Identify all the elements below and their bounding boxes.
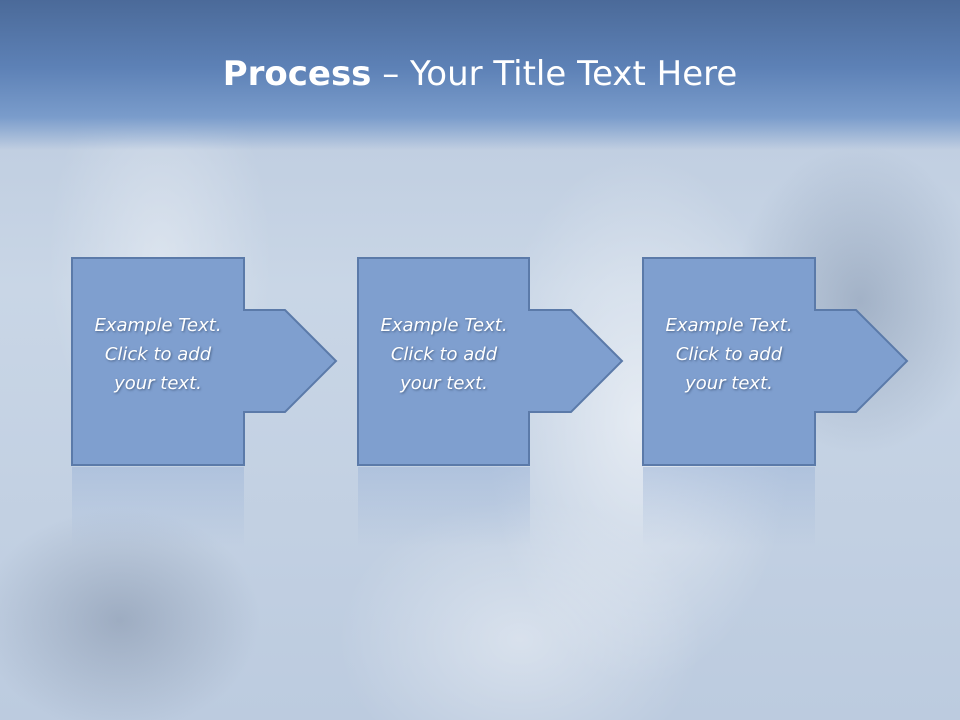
step-1[interactable] [71,257,338,466]
step-2-line-1: Example Text. [380,315,508,336]
step-1-line-3: your text. [114,373,202,394]
step-1-reflection [72,467,244,547]
step-3-arrow-shape[interactable] [642,257,909,466]
step-2-text[interactable]: Example Text. Click to add your text. [358,311,530,398]
step-3-text[interactable]: Example Text. Click to add your text. [643,311,815,398]
step-3-line-3: your text. [685,373,773,394]
step-1-arrow-shape[interactable] [71,257,338,466]
step-3[interactable] [642,257,909,466]
title-bar [0,0,960,150]
step-2-arrow-shape[interactable] [357,257,624,466]
step-1-text[interactable]: Example Text. Click to add your text. [72,311,244,398]
step-2-line-2: Click to add [390,344,498,365]
step-2-line-3: your text. [400,373,488,394]
reflections [72,467,815,547]
step-2[interactable] [357,257,624,466]
step-2-reflection [358,467,530,547]
slide-title[interactable]: Process – Your Title Text Here [0,52,960,96]
step-3-reflection [643,467,815,547]
step-1-line-1: Example Text. [94,315,222,336]
title-rest-text: – Your Title Text Here [371,54,738,94]
step-3-line-2: Click to add [675,344,783,365]
title-bold-text: Process [222,54,372,94]
step-1-line-2: Click to add [104,344,212,365]
step-3-line-1: Example Text. [665,315,793,336]
